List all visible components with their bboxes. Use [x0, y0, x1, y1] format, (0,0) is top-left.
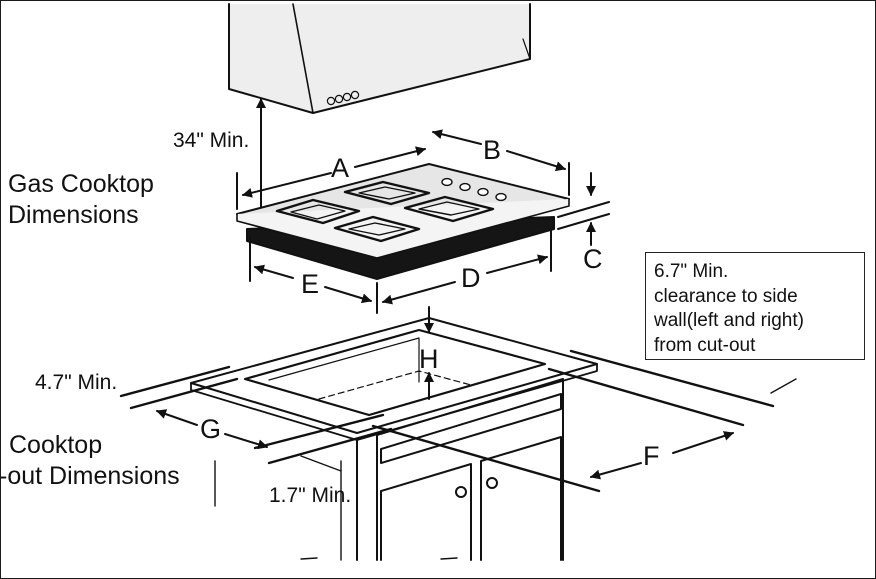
dimension-f-line — [590, 431, 734, 480]
dimension-a-label: A — [331, 153, 350, 183]
cooktop-title-line2: Dimensions — [8, 200, 139, 229]
note-line-4: from cut-out — [654, 334, 756, 356]
back-clearance-lines — [253, 413, 393, 472]
note-line-3: wall(left and right) — [654, 310, 804, 331]
dimension-b-line — [432, 129, 570, 196]
dimension-c-label: C — [583, 244, 603, 274]
cutout-title-line1: Cooktop — [9, 431, 103, 459]
dimension-c-line — [557, 172, 610, 246]
cutout-section-title: Cooktop -out Dimensions — [0, 430, 180, 491]
side-wall-clearance-lines — [371, 349, 797, 493]
dimension-d-label: D — [461, 263, 481, 293]
base-cabinet — [214, 378, 564, 561]
cooktop-burner-grates — [275, 180, 495, 243]
dimension-e-label: E — [301, 269, 320, 299]
hood-clearance-label: 34" Min. — [173, 129, 250, 152]
dimension-g-line — [156, 409, 268, 450]
dimension-h-label: H — [419, 344, 439, 374]
front-clearance-label: 4.7" Min. — [35, 371, 118, 394]
bottom-dashes — [300, 557, 458, 560]
hood-control-knobs — [326, 90, 360, 106]
countertop — [190, 317, 598, 441]
dimension-g-label: G — [200, 414, 222, 444]
dimension-b-label: B — [483, 135, 502, 165]
note-line-1: 6.7" Min. — [654, 261, 729, 282]
gas-cooktop — [236, 163, 570, 280]
back-clearance-label: 1.7" Min. — [269, 484, 352, 507]
dimension-a-line — [236, 146, 426, 210]
range-hood — [228, 3, 531, 114]
cooktop-control-knobs — [441, 177, 507, 202]
dimension-e-line — [249, 236, 378, 314]
note-line-2: clearance to side — [654, 285, 798, 307]
cooktop-section-title: Gas Cooktop Dimensions — [8, 169, 154, 230]
side-wall-clearance-note: 6.7" Min. clearance to side wall(left an… — [645, 252, 865, 360]
dimension-f-label: F — [643, 441, 660, 471]
cutout-title-line2: -out Dimensions — [0, 461, 180, 490]
cooktop-title-line1: Gas Cooktop — [8, 170, 154, 198]
front-clearance-lines — [119, 365, 239, 410]
dimension-d-line — [382, 230, 552, 305]
